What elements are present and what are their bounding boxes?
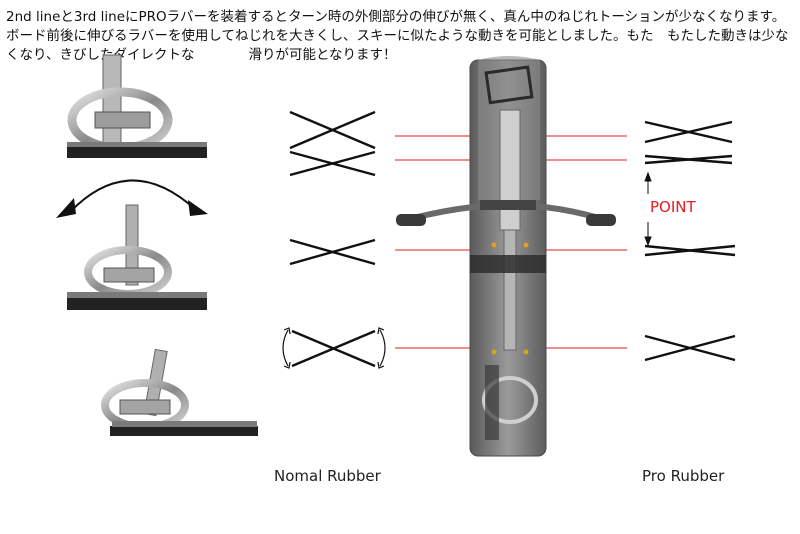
swing-arrow <box>56 179 208 218</box>
stretch-arrow-left <box>282 327 291 369</box>
skiboard-photo <box>396 56 616 457</box>
pro-cross-1 <box>644 120 733 144</box>
nomal-cross-4 <box>291 329 376 368</box>
pro-rubber-label: Pro Rubber <box>642 467 725 485</box>
stretch-arrow-right <box>377 327 386 369</box>
nomal-cross-2 <box>289 150 376 177</box>
nomal-rubber-label: Nomal Rubber <box>274 467 381 485</box>
nomal-cross-3 <box>289 238 376 266</box>
pro-cross-3 <box>644 244 736 257</box>
nomal-cross-1 <box>289 110 376 150</box>
binding-photo-bottom <box>101 348 258 436</box>
pro-cross-4 <box>644 334 736 362</box>
point-arrows <box>644 171 652 247</box>
pro-cross-2 <box>644 154 733 165</box>
binding-photo-middle <box>67 204 207 310</box>
point-label: POINT <box>650 198 696 216</box>
binding-photo-top <box>67 54 207 158</box>
